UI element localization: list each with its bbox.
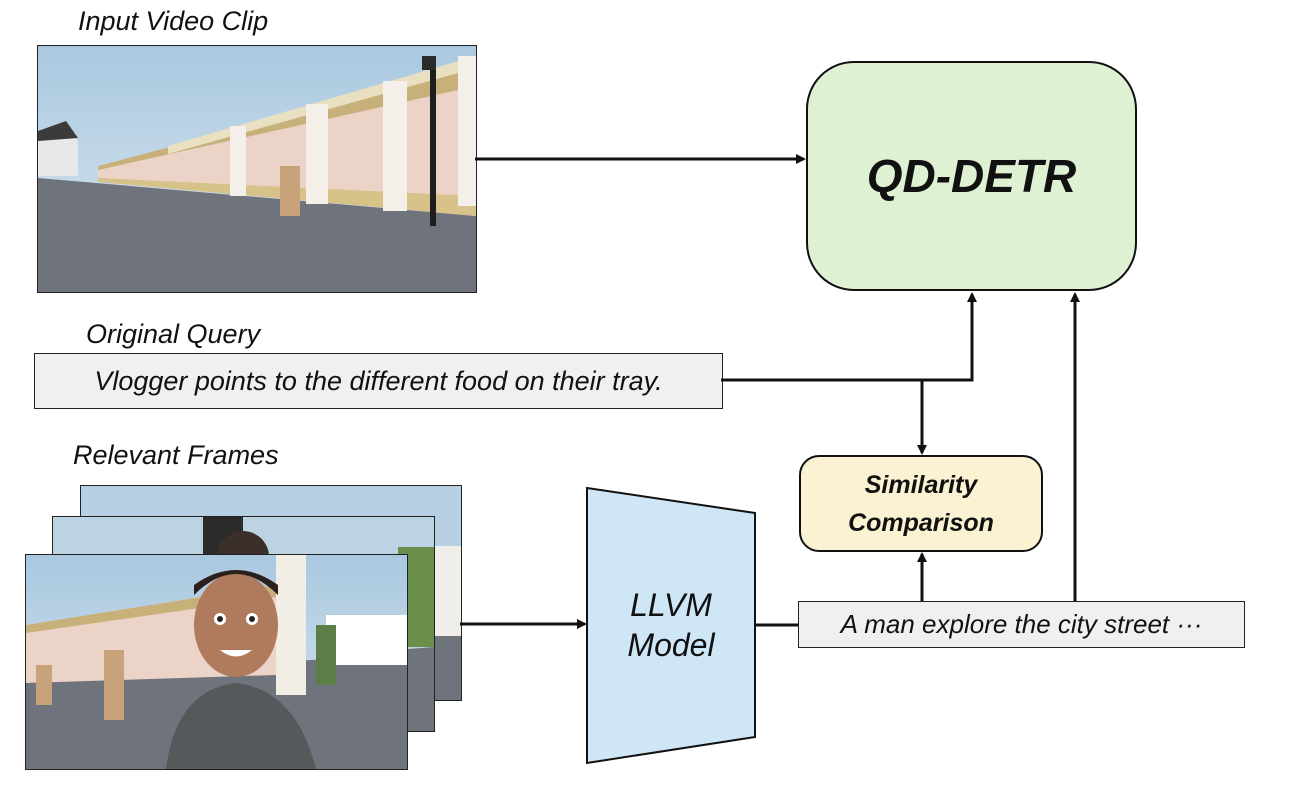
original-query-label: Original Query	[86, 319, 261, 349]
input-video-clip-image	[37, 45, 477, 293]
relevant-frame-front	[25, 554, 408, 770]
original-query-box: Vlogger points to the different food on …	[34, 353, 723, 409]
arrow-query-to-qd-detr	[721, 292, 977, 382]
qd-detr-model-box: QD-DETR	[806, 61, 1137, 291]
similarity-comparison-box: Similarity Comparison	[799, 455, 1043, 552]
llvm-model-label: LLVM Model	[587, 560, 755, 690]
llvm-label-line2: Model	[627, 627, 715, 663]
similarity-label-line2: Comparison	[848, 508, 994, 537]
similarity-label-line1: Similarity	[864, 470, 978, 499]
llvm-model-shape	[586, 486, 756, 765]
llvm-label-line1: LLVM	[630, 587, 712, 623]
relevant-frames-label: Relevant Frames	[73, 440, 279, 470]
generated-caption-box: A man explore the city street ···	[798, 601, 1245, 648]
input-video-clip-label: Input Video Clip	[78, 6, 269, 36]
